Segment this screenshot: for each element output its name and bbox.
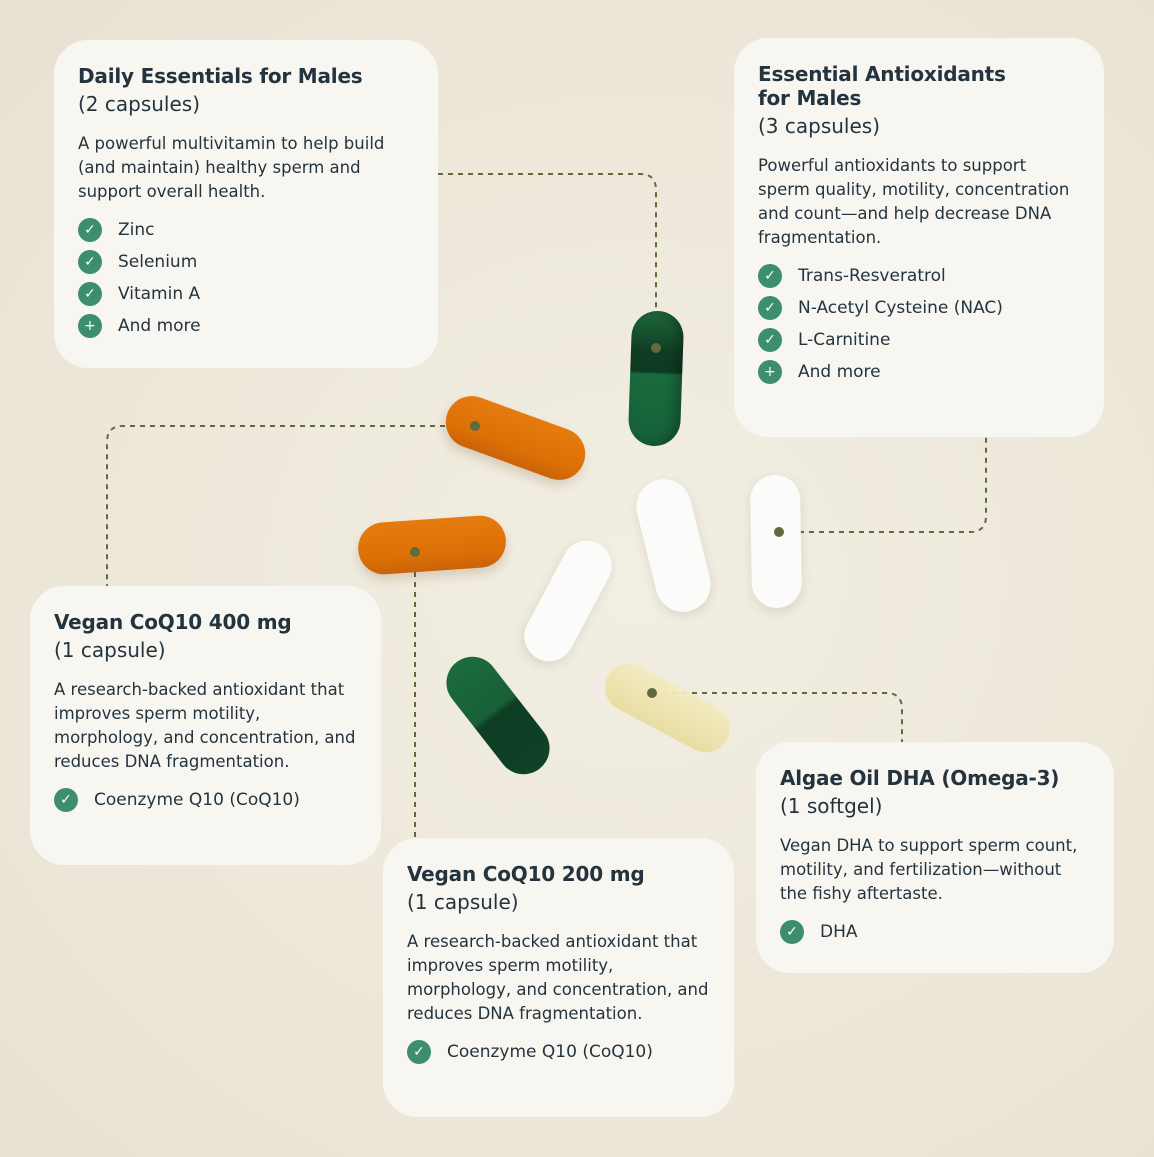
- item-label: And more: [798, 362, 881, 382]
- card-subtitle: (3 capsules): [758, 114, 881, 138]
- ingredient-list: ✓ Coenzyme Q10 (CoQ10): [54, 784, 357, 816]
- check-icon: ✓: [407, 1040, 431, 1064]
- dot-algae: [647, 688, 657, 698]
- card-title: Daily Essentials for Males: [78, 64, 363, 88]
- card-vegan-coq10-400: Vegan CoQ10 400 mg (1 capsule) A researc…: [30, 586, 381, 865]
- item-label: Coenzyme Q10 (CoQ10): [447, 1042, 653, 1062]
- card-algae-oil-dha: Algae Oil DHA (Omega-3) (1 softgel) Vega…: [756, 742, 1114, 973]
- check-icon: ✓: [758, 328, 782, 352]
- check-icon: ✓: [78, 218, 102, 242]
- card-description: Powerful antioxidants to support sperm q…: [758, 156, 1070, 247]
- list-item: ✓ Coenzyme Q10 (CoQ10): [54, 784, 357, 816]
- card-daily-essentials: Daily Essentials for Males (2 capsules) …: [54, 40, 438, 368]
- item-label: L-Carnitine: [798, 330, 891, 350]
- item-label: Selenium: [118, 252, 198, 272]
- card-subtitle: (1 softgel): [780, 794, 883, 818]
- dot-antioxidants: [774, 527, 784, 537]
- ingredient-list: ✓ Zinc ✓ Selenium ✓ Vitamin A + And more: [78, 214, 414, 342]
- list-item: ✓ Vitamin A: [78, 278, 414, 310]
- dot-coq400: [470, 421, 480, 431]
- list-item: + And more: [78, 310, 414, 342]
- list-item: ✓ Zinc: [78, 214, 414, 246]
- check-icon: ✓: [54, 788, 78, 812]
- dot-coq200: [410, 547, 420, 557]
- card-title: Vegan CoQ10 200 mg: [407, 862, 645, 886]
- item-label: Trans-Resveratrol: [798, 266, 946, 286]
- list-item: ✓ DHA: [780, 916, 1090, 948]
- card-subtitle: (1 capsule): [407, 890, 519, 914]
- list-item: ✓ Coenzyme Q10 (CoQ10): [407, 1036, 710, 1068]
- list-item: ✓ Trans-Resveratrol: [758, 260, 1080, 292]
- check-icon: ✓: [78, 250, 102, 274]
- card-vegan-coq10-200: Vegan CoQ10 200 mg (1 capsule) A researc…: [383, 838, 734, 1117]
- card-description: Vegan DHA to support sperm count, motili…: [780, 836, 1078, 903]
- check-icon: ✓: [780, 920, 804, 944]
- check-icon: ✓: [78, 282, 102, 306]
- check-icon: ✓: [758, 264, 782, 288]
- item-label: Coenzyme Q10 (CoQ10): [94, 790, 300, 810]
- item-label: And more: [118, 316, 201, 336]
- connector-algae: [652, 692, 903, 742]
- dot-daily: [651, 343, 661, 353]
- card-essential-antioxidants: Essential Antioxidants for Males (3 caps…: [734, 38, 1104, 437]
- check-icon: ✓: [758, 296, 782, 320]
- ingredient-list: ✓ DHA: [780, 916, 1090, 948]
- ingredient-list: ✓ Coenzyme Q10 (CoQ10): [407, 1036, 710, 1068]
- ingredient-list: ✓ Trans-Resveratrol ✓ N-Acetyl Cysteine (N…: [758, 260, 1080, 388]
- connector-coq400: [106, 425, 475, 586]
- card-subtitle: (2 capsules): [78, 92, 201, 116]
- item-label: Zinc: [118, 220, 155, 240]
- plus-icon: +: [78, 314, 102, 338]
- plus-icon: +: [758, 360, 782, 384]
- list-item: + And more: [758, 356, 1080, 388]
- connector-antioxidants: [779, 437, 987, 533]
- card-title: Essential Antioxidants for Males: [758, 62, 1006, 110]
- list-item: ✓ Selenium: [78, 246, 414, 278]
- card-description: A research-backed antioxidant that impro…: [54, 680, 356, 771]
- item-label: Vitamin A: [118, 284, 201, 304]
- list-item: ✓ L-Carnitine: [758, 324, 1080, 356]
- item-label: DHA: [820, 922, 858, 942]
- list-item: ✓ N-Acetyl Cysteine (NAC): [758, 292, 1080, 324]
- card-description: A powerful multivitamin to help build (a…: [78, 134, 385, 201]
- card-description: A research-backed antioxidant that impro…: [407, 932, 709, 1023]
- connector-daily: [438, 173, 657, 348]
- card-subtitle: (1 capsule): [54, 638, 166, 662]
- card-title: Vegan CoQ10 400 mg: [54, 610, 292, 634]
- card-title: Algae Oil DHA (Omega-3): [780, 766, 1060, 790]
- item-label: N-Acetyl Cysteine (NAC): [798, 298, 1003, 318]
